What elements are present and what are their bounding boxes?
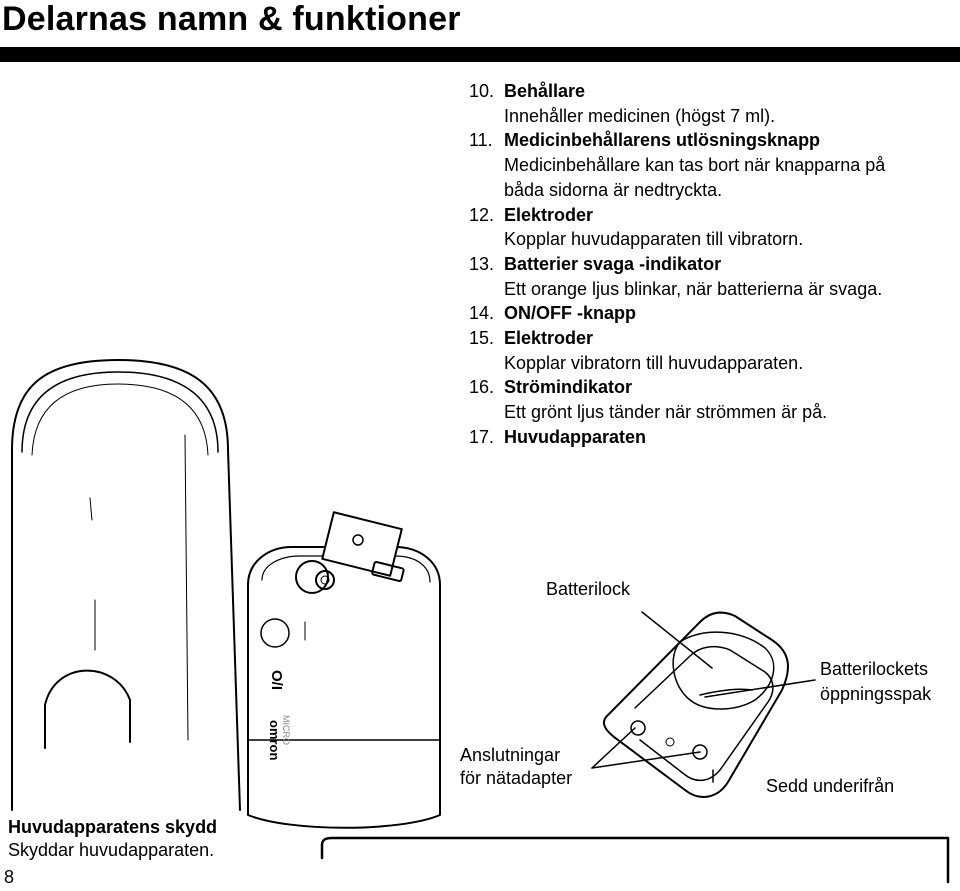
main-unit-body xyxy=(247,546,441,829)
page-number: 8 xyxy=(4,867,15,887)
ultrasound-port-center xyxy=(320,575,330,585)
adapter-port-3 xyxy=(665,737,675,747)
part-item: 11. Medicinbehållarens utlösningsknapp xyxy=(469,128,959,153)
cover-caption-desc: Skyddar huvudapparaten. xyxy=(8,840,215,860)
part-description: Innehåller medicinen (högst 7 ml). xyxy=(504,105,776,126)
callout-adapter-2: för nätadapter xyxy=(460,768,573,788)
part-name: Behållare xyxy=(504,81,586,101)
part-item: 12. Elektroder xyxy=(469,203,959,228)
cover-cutout xyxy=(44,669,131,749)
title-rule xyxy=(0,47,960,62)
callout-battery-lock: Batterilock xyxy=(546,579,631,599)
callout-line-adapter-2 xyxy=(591,751,701,769)
electrode-hole xyxy=(352,534,364,546)
part-item: 16. Strömindikator xyxy=(469,375,959,400)
part-description: Ett grönt ljus tänder när strömmen är på… xyxy=(504,402,828,423)
cover-edge-1 xyxy=(89,497,93,521)
part-name: Elektroder xyxy=(504,204,594,225)
part-number: 15. xyxy=(469,328,495,349)
part-name: Elektroder xyxy=(504,328,594,349)
part-description: båda sidorna är nedtryckta. xyxy=(504,179,723,200)
part-item: 17. Huvudapparaten xyxy=(469,425,959,450)
adapter-port-1 xyxy=(630,720,646,736)
part-item: 14. ON/OFF -knapp xyxy=(469,301,959,326)
main-unit-drawing: O/I omron MICRO xyxy=(247,511,441,829)
callout-seen-from-below: Sedd underifrån xyxy=(766,776,895,796)
part-number: 12. xyxy=(469,204,495,225)
callout-line-battery-lock xyxy=(641,611,713,669)
ultrasound-port-inner xyxy=(315,570,335,590)
on-off-button xyxy=(260,618,290,648)
bottom-view-body xyxy=(602,611,789,798)
bottom-view-drawing xyxy=(602,611,789,798)
callout-line-adapter-1 xyxy=(591,727,636,769)
part-number: 10. xyxy=(469,81,495,101)
illustration-bracket xyxy=(320,836,950,884)
brand-logo: omron xyxy=(267,720,282,761)
part-description: Medicinbehållare kan tas bort när knappa… xyxy=(504,155,886,176)
part-number: 13. xyxy=(469,253,495,274)
page-title: Delarnas namn & funktioner xyxy=(2,0,461,38)
part-number: 16. xyxy=(469,377,495,398)
part-item: 13. Batterier svaga -indikator xyxy=(469,252,959,277)
electrode-slot xyxy=(371,560,405,582)
part-number: 17. xyxy=(469,426,495,447)
part-number: 11. xyxy=(469,130,493,151)
cover-edge-2 xyxy=(184,434,189,741)
part-name: Strömindikator xyxy=(504,377,633,398)
callout-line-battery-lever xyxy=(704,679,816,698)
power-symbol: O/I xyxy=(268,670,285,690)
callout-battery-lever-2: öppningsspak xyxy=(820,684,932,704)
cover-caption: Huvudapparatens skydd Skyddar huvudappar… xyxy=(8,816,217,862)
callout-battery-lever-1: Batterilockets xyxy=(820,659,929,679)
cover-outline xyxy=(11,359,241,811)
part-name: ON/OFF -knapp xyxy=(504,303,636,324)
cover-drawing xyxy=(11,359,241,811)
cover-inner-rim xyxy=(21,371,219,453)
part-description: Kopplar vibratorn till huvudapparaten. xyxy=(504,352,804,373)
battery-lock xyxy=(672,631,775,710)
part-number: 14. xyxy=(469,303,495,324)
cover-caption-title: Huvudapparatens skydd xyxy=(8,817,218,837)
part-name: Batterier svaga -indikator xyxy=(504,253,722,274)
model-mark: MICRO xyxy=(281,715,291,745)
part-description: Kopplar huvudapparaten till vibratorn. xyxy=(504,229,804,250)
part-name: Huvudapparaten xyxy=(504,426,647,447)
callout-adapter-1: Anslutningar xyxy=(460,745,561,765)
part-item: 10. Behållare xyxy=(469,79,959,104)
adapter-port-2 xyxy=(692,744,708,760)
cover-inner-rim-2 xyxy=(31,383,209,456)
part-name: Medicinbehållarens utlösningsknapp xyxy=(504,130,821,151)
part-description: Ett orange ljus blinkar, när batterierna… xyxy=(504,278,883,299)
part-item: 15. Elektroder xyxy=(469,326,959,351)
